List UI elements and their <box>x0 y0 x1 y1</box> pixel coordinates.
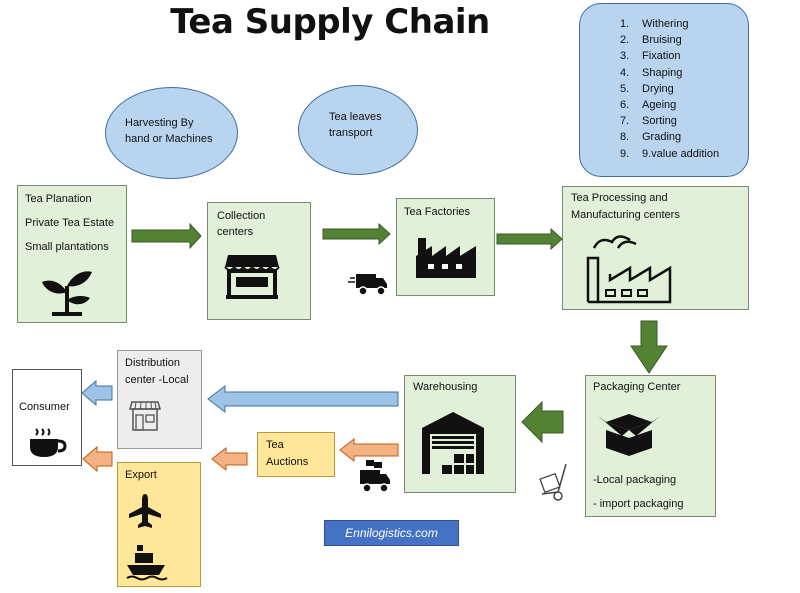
packaging-title: Packaging Center <box>593 381 681 393</box>
step-label: Shaping <box>642 66 683 79</box>
source-badge: Ennilogistics.com <box>324 520 459 546</box>
step-number: 7. <box>620 115 630 128</box>
harvesting-label-1: Harvesting By <box>125 117 194 129</box>
arrow-plantation-to-collection <box>131 222 202 250</box>
plantation-label-3: Small plantations <box>25 241 109 253</box>
transport-label-2: transport <box>329 127 373 139</box>
processing-step: 3. Fixation <box>620 48 719 64</box>
collection-label-1: Collection <box>217 210 266 222</box>
processing-label-1: Tea Processing and <box>571 192 668 204</box>
auctions-box <box>257 432 335 477</box>
step-label: Grading <box>642 131 682 144</box>
step-label: Bruising <box>642 34 682 47</box>
processing-step: 2. Bruising <box>620 32 719 48</box>
processing-step: 6. Ageing <box>620 97 719 113</box>
step-label: Ageing <box>642 99 677 112</box>
processing-step: 4. Shaping <box>620 65 719 81</box>
transport-label-1: Tea leaves <box>329 111 382 123</box>
shop-icon <box>224 255 280 299</box>
auctions-label-2: Auctions <box>266 456 309 468</box>
delivery-truck-icon <box>360 460 390 493</box>
step-label: Fixation <box>642 50 681 63</box>
distribution-label-2: center -Local <box>125 374 189 386</box>
step-number: 4. <box>620 66 630 79</box>
packaging-import: - import packaging <box>593 498 684 510</box>
processing-step: 8. Grading <box>620 129 719 145</box>
plant-icon <box>42 271 92 316</box>
step-number: 6. <box>620 99 630 112</box>
plantation-label-2: Private Tea Estate <box>25 217 115 229</box>
step-label: Sorting <box>642 115 677 128</box>
processing-step: 7. Sorting <box>620 113 719 129</box>
step-label: Drying <box>642 82 674 95</box>
arrow-warehousing-to-distribution <box>207 384 399 414</box>
processing-plant-icon <box>586 235 672 304</box>
processing-label-2: Manufacturing centers <box>571 209 680 221</box>
processing-step: 1. Withering <box>620 16 719 32</box>
arrow-distribution-to-consumer <box>81 379 113 407</box>
packaging-local: -Local packaging <box>593 474 677 486</box>
warehouse-icon <box>422 412 484 474</box>
arrow-packaging-to-warehousing <box>521 400 564 444</box>
processing-steps-list: 1. Withering 2. Bruising 3. Fixation 4. Shaping… <box>620 16 719 162</box>
consumer-label: Consumer <box>19 401 70 413</box>
distribution-label-1: Distribution <box>125 357 181 369</box>
diagram-title: Tea Supply Chain <box>170 2 490 42</box>
processing-step: 9. 9.value addition <box>620 146 719 162</box>
step-number: 8. <box>620 131 630 144</box>
small-shop-icon <box>129 401 161 431</box>
ship-icon <box>126 545 168 581</box>
tea-cup-icon <box>30 428 67 457</box>
hand-truck-icon <box>539 463 567 501</box>
step-label: 9.value addition <box>642 147 720 160</box>
step-number: 9. <box>620 147 630 160</box>
arrow-auctions-to-export <box>211 446 248 472</box>
transport-ellipse <box>298 85 418 175</box>
plantation-label-1: Tea Planation <box>25 193 92 205</box>
truck-icon <box>348 274 387 296</box>
airplane-icon <box>129 494 161 528</box>
collection-label-2: centers <box>217 226 254 238</box>
processing-box <box>562 186 749 310</box>
warehousing-label: Warehousing <box>413 381 478 393</box>
factories-label: Tea Factories <box>404 206 471 218</box>
step-number: 2. <box>620 34 630 47</box>
step-number: 1. <box>620 18 630 30</box>
arrow-collection-to-factories <box>322 222 391 246</box>
arrow-factories-to-processing <box>496 227 563 251</box>
arrow-export-to-consumer <box>82 445 113 473</box>
box-icon <box>598 414 660 456</box>
step-number: 3. <box>620 50 630 63</box>
processing-step: 5. Drying <box>620 81 719 97</box>
arrow-processing-to-packaging <box>630 320 668 374</box>
processing-steps-panel: 1. Withering 2. Bruising 3. Fixation 4. Shaping… <box>579 3 749 177</box>
harvesting-label-2: hand or Machines <box>125 133 213 145</box>
step-number: 5. <box>620 82 630 95</box>
distribution-box <box>117 350 202 449</box>
step-label: Withering <box>642 18 689 30</box>
export-label: Export <box>125 469 157 481</box>
auctions-label-1: Tea <box>266 439 284 451</box>
arrow-warehousing-to-auctions <box>339 437 399 463</box>
factory-icon <box>416 238 476 278</box>
harvesting-ellipse <box>105 87 238 179</box>
